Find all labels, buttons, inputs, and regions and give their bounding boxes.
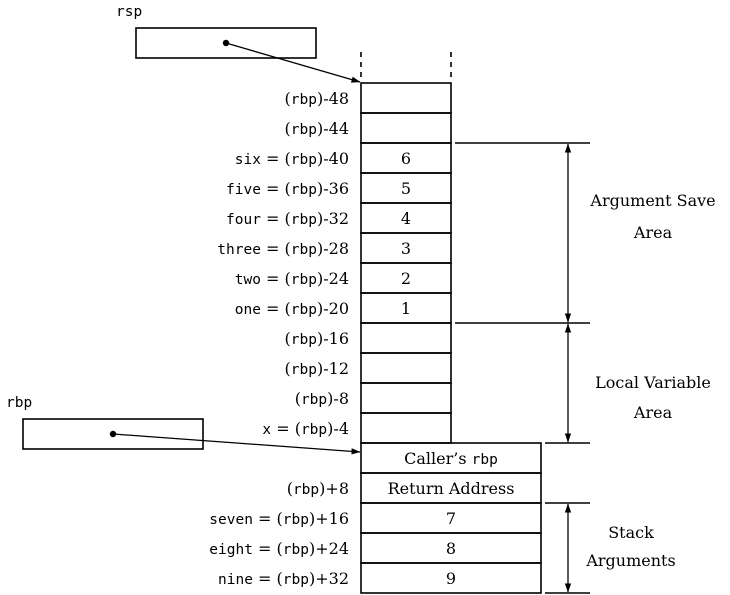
rbp-register-box <box>22 418 204 450</box>
offset-label-one: one = (rbp)-20 <box>235 299 349 318</box>
argument-save-label-line1: Argument Save <box>589 191 715 210</box>
offset-label-three: three = (rbp)-28 <box>217 239 349 258</box>
stack-cell-value: 1 <box>401 299 411 318</box>
stack-cell <box>360 322 452 354</box>
offset-label: (rbp)-16 <box>285 329 349 348</box>
offset-label: (rbp)-12 <box>285 359 349 378</box>
offset-label: (rbp)-8 <box>295 389 349 408</box>
rsp-pointer-arrow <box>225 42 361 83</box>
offset-label-eight: eight = (rbp)+24 <box>209 539 349 558</box>
stack-cell <box>360 412 452 444</box>
rbp-pointer-arrow <box>112 433 361 455</box>
frame-cell <box>360 562 542 594</box>
offset-label-six: six = (rbp)-40 <box>235 149 349 168</box>
argument-save-label-line2: Area <box>633 223 673 242</box>
stack-arguments-label-line1: Stack <box>608 523 654 542</box>
stack-cell <box>360 112 452 144</box>
offset-label-x: x = (rbp)-4 <box>262 419 349 438</box>
frame-cell-value: 9 <box>446 569 456 588</box>
offset-label: (rbp)+8 <box>287 479 349 498</box>
stack-cell-value: 2 <box>401 269 411 288</box>
stack-cell-value: 3 <box>401 239 411 258</box>
stack-cell <box>360 352 452 384</box>
stack-cell-value: 4 <box>401 209 411 228</box>
rbp-register-label: rbp <box>6 395 32 411</box>
offset-label-four: four = (rbp)-32 <box>226 209 349 228</box>
stack-cell <box>360 82 452 114</box>
offset-labels: (rbp)-48 (rbp)-44 six = (rbp)-40 five = (rb… <box>209 89 349 588</box>
stack-cells: 6 5 4 3 2 1 <box>360 82 452 444</box>
offset-label-nine: nine = (rbp)+32 <box>218 569 349 588</box>
rsp-register-box <box>135 27 317 59</box>
rsp-register-label: rsp <box>116 4 142 20</box>
local-variable-label-line1: Local Variable <box>595 373 711 392</box>
frame-cell-value: 7 <box>446 509 456 528</box>
stack-arguments-label-line2: Arguments <box>585 551 675 570</box>
stack-cell <box>360 382 452 414</box>
frame-cell-value: Caller’s rbp <box>404 449 498 468</box>
frame-cell-value: Return Address <box>388 479 515 498</box>
offset-label: (rbp)-44 <box>285 119 349 138</box>
offset-label: (rbp)-48 <box>285 89 349 108</box>
frame-cell-value: 8 <box>446 539 456 558</box>
stack-cell-value: 5 <box>401 179 411 198</box>
local-variable-label-line2: Area <box>633 403 673 422</box>
stack-cell-value: 6 <box>401 149 411 168</box>
offset-label-two: two = (rbp)-24 <box>235 269 349 288</box>
offset-label-seven: seven = (rbp)+16 <box>209 509 349 528</box>
offset-label-five: five = (rbp)-36 <box>226 179 349 198</box>
